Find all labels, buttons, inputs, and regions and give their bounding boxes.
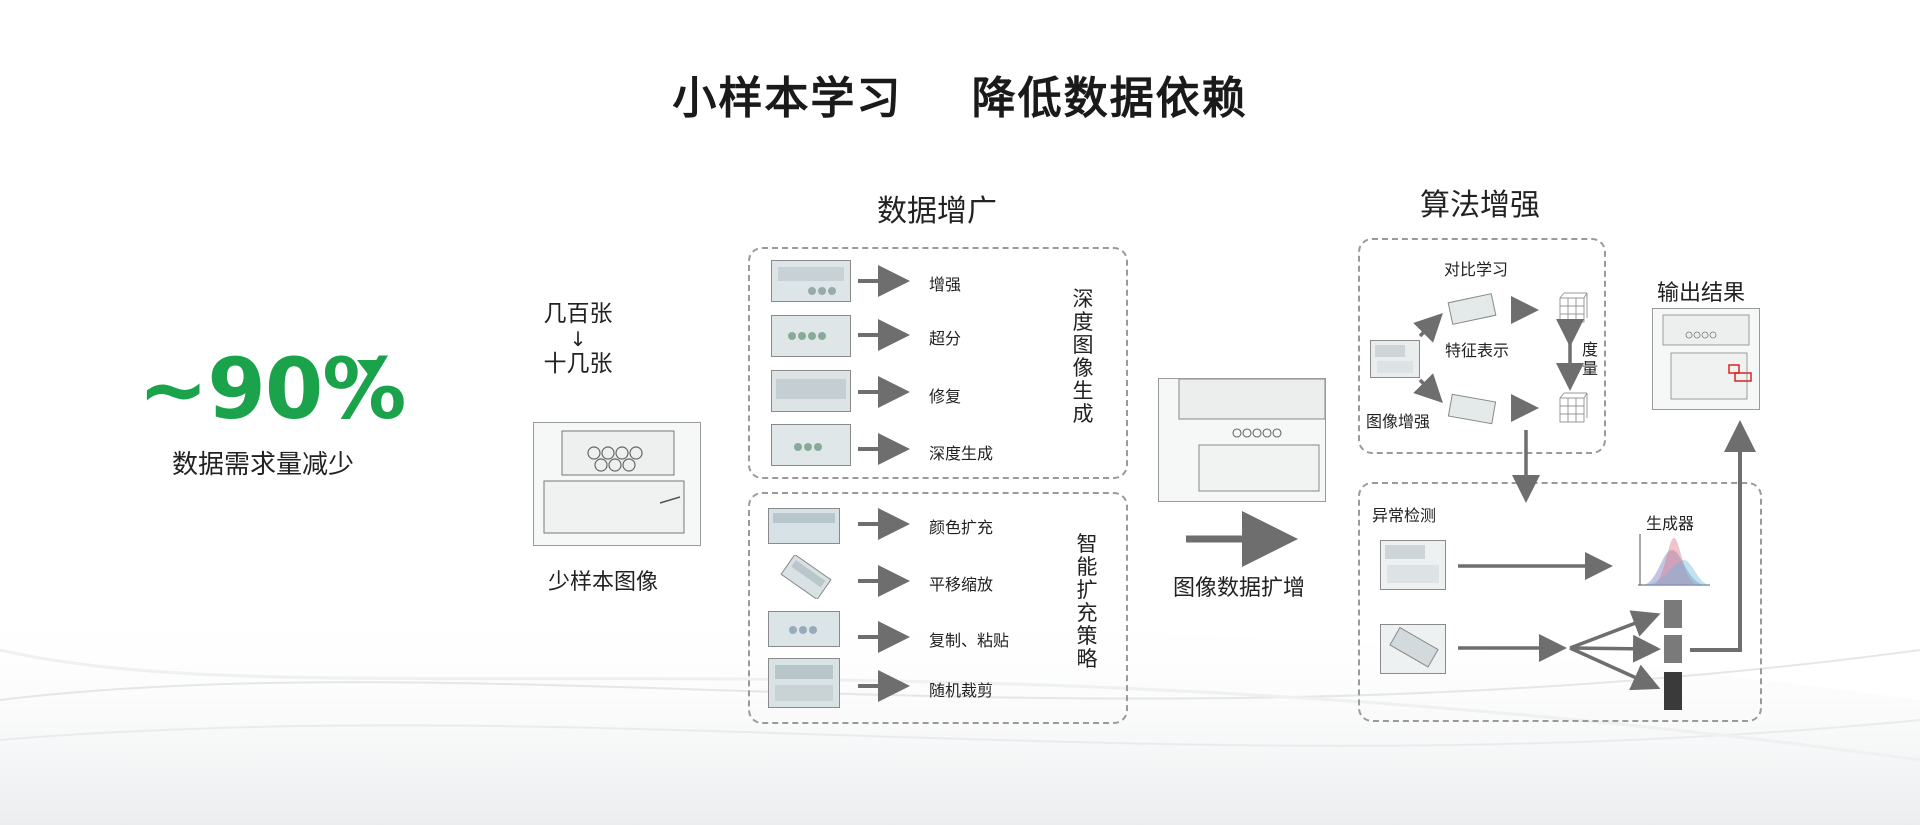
count-to: 十几张 (543, 351, 613, 377)
contrastive-box (1358, 238, 1606, 454)
smart-item-1: 颜色扩充 (929, 518, 994, 537)
page-title: 小样本学习 降低数据依赖 (672, 73, 1248, 124)
contrastive-input-thumb (1370, 340, 1420, 378)
anomaly-input-thumb-2 (1380, 624, 1446, 674)
few-shot-image (533, 422, 701, 546)
augment-thumb-color (768, 508, 840, 544)
augment-thumb-repair (771, 370, 851, 412)
feature-cube-bottom-icon (1558, 390, 1588, 424)
algorithm-title: 算法增强 (1420, 188, 1540, 223)
generator-block-3 (1664, 672, 1682, 710)
contrastive-view-1-thumb (1446, 292, 1498, 326)
smart-expand-box (748, 492, 1128, 724)
expand-label: 图像数据扩增 (1173, 576, 1306, 601)
augment-thumb-enhance (771, 260, 851, 302)
output-label: 输出结果 (1657, 281, 1746, 306)
count-from: 几百张 (543, 301, 613, 327)
deep-item-1: 增强 (929, 275, 962, 294)
contrastive-title: 对比学习 (1444, 260, 1509, 279)
distribution-curve-icon (1632, 530, 1712, 590)
expanded-image (1158, 378, 1326, 502)
reduction-caption: 数据需求量减少 (172, 450, 355, 480)
augment-label: 图像增强 (1366, 412, 1431, 431)
down-arrow-icon: ↓ (569, 327, 587, 351)
contrastive-view-2-thumb (1446, 392, 1498, 426)
generator-block-1 (1664, 600, 1682, 628)
output-image (1652, 308, 1760, 410)
metric-label: 度量 (1581, 340, 1598, 378)
feature-label: 特征表示 (1445, 341, 1510, 360)
augment-thumb-crop (768, 658, 840, 708)
generator-block-2 (1664, 635, 1682, 663)
augmentation-title: 数据增广 (877, 194, 997, 229)
down-triangle-icon (357, 360, 383, 377)
deep-group-vertical-label: 深度图像生成 (1072, 287, 1094, 426)
deep-generation-box (748, 247, 1128, 479)
anomaly-box (1358, 482, 1762, 722)
augment-thumb-superres (771, 315, 851, 357)
augment-thumb-copypaste (768, 611, 840, 647)
anomaly-title: 异常检测 (1372, 506, 1437, 525)
smart-item-3: 复制、粘贴 (929, 631, 1010, 650)
reduction-percentage: ~90% (138, 340, 406, 438)
anomaly-input-thumb-1 (1380, 540, 1446, 590)
deep-item-3: 修复 (929, 387, 962, 406)
generator-label: 生成器 (1646, 514, 1695, 533)
sample-count: 几百张 ↓ 十几张 (520, 300, 636, 378)
smart-group-vertical-label: 智能扩充策略 (1076, 532, 1098, 671)
augment-thumb-deepgen (771, 424, 851, 466)
deep-item-4: 深度生成 (929, 444, 994, 463)
smart-item-2: 平移缩放 (929, 575, 994, 594)
few-shot-label: 少样本图像 (548, 570, 659, 595)
deep-item-2: 超分 (929, 329, 962, 348)
smart-item-4: 随机裁剪 (929, 681, 994, 700)
augment-thumb-translate (778, 553, 834, 601)
